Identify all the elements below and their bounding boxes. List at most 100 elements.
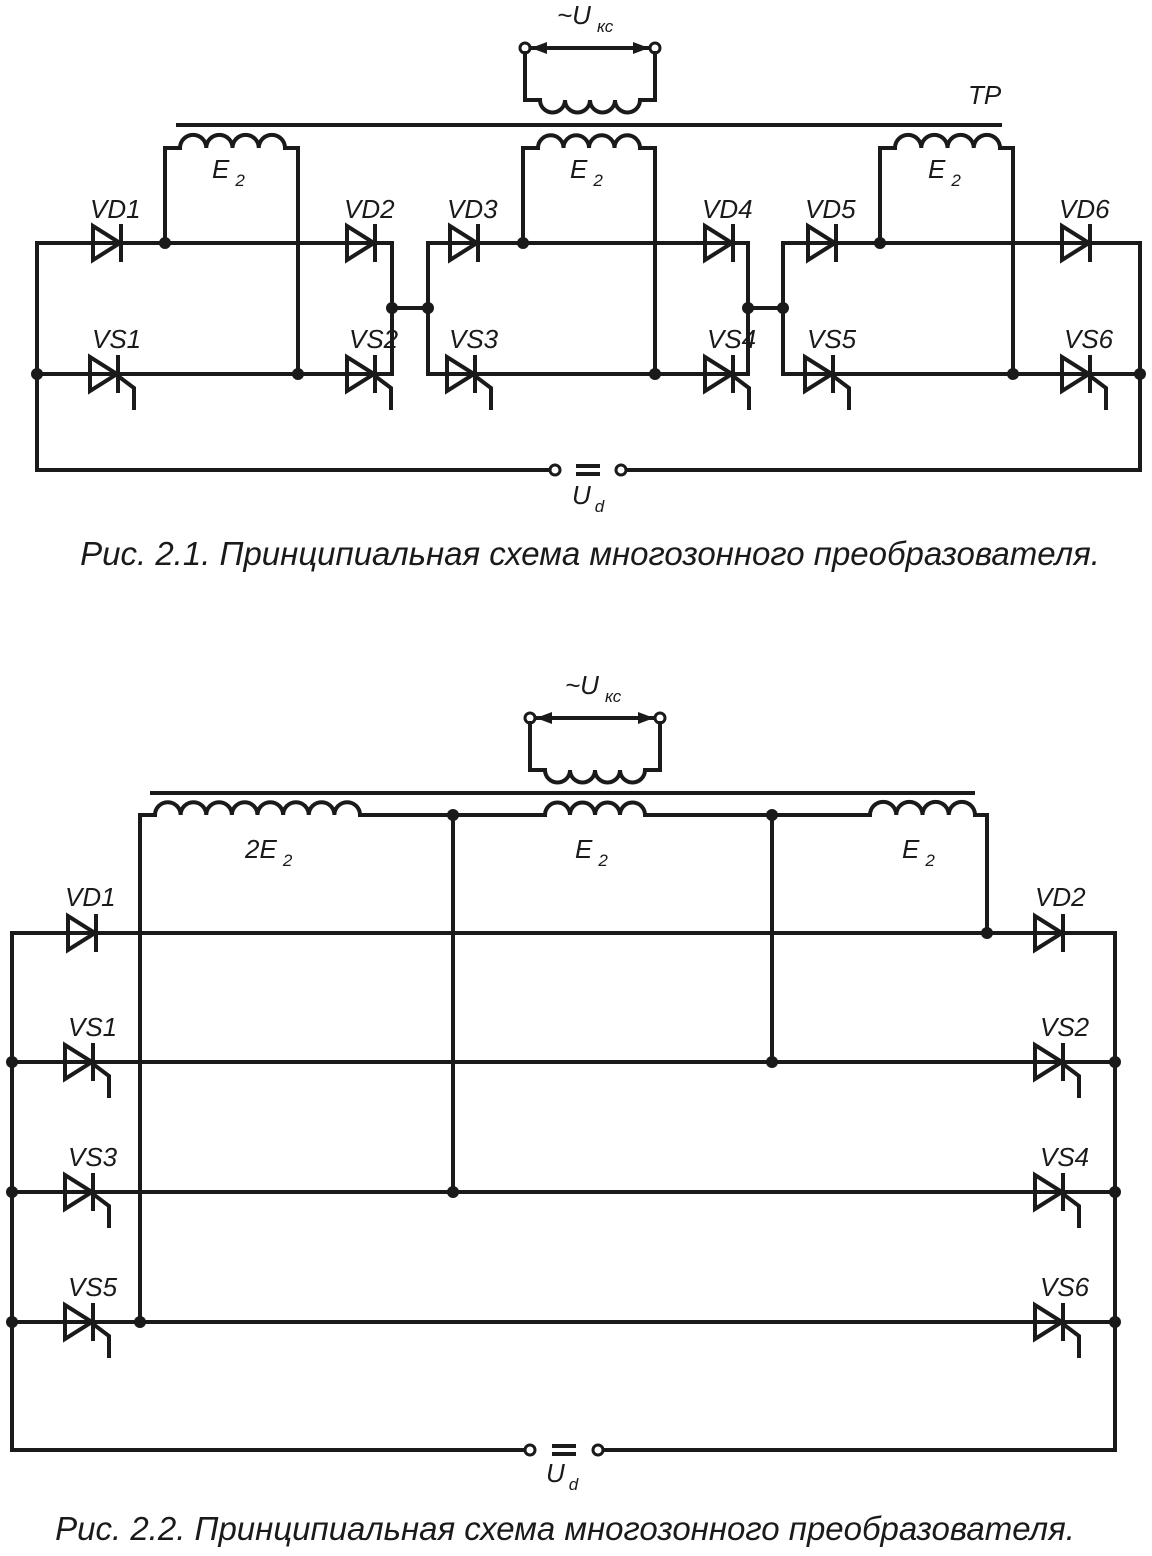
arrow-head [633, 42, 649, 54]
gate-lead [1060, 1061, 1081, 1098]
junction-dot [1109, 1056, 1121, 1068]
transformer-label: TP [968, 80, 1002, 110]
thyristor-icon [1033, 1041, 1066, 1083]
wire [138, 813, 157, 1324]
winding-coil [535, 133, 643, 151]
junction-dot [1109, 1186, 1121, 1198]
component-label: VS5 [807, 324, 857, 354]
component-label: VS4 [707, 324, 756, 354]
thyristor-icon [63, 1041, 96, 1083]
component-label: VD5 [805, 194, 856, 224]
winding-coil [152, 800, 363, 818]
gate-lead [90, 1061, 111, 1098]
thyristor-icon [1033, 1301, 1066, 1343]
diode: VD4 [702, 194, 753, 264]
component-label: VS3 [68, 1142, 118, 1172]
thyristor-icon [1060, 353, 1093, 395]
component-label: VD2 [344, 194, 395, 224]
thyristor-icon [703, 353, 736, 395]
wire [781, 241, 1142, 376]
junction-dot [6, 1316, 18, 1328]
diode-icon [1033, 912, 1066, 954]
figure-caption: Рис. 2.2. Принципиальная схема многозонн… [55, 1510, 1075, 1547]
diode: VD1 [65, 882, 116, 954]
component-label: VD1 [90, 194, 141, 224]
winding-coil [542, 800, 648, 818]
wire [998, 146, 1015, 376]
gate-lead [90, 1321, 111, 1358]
junction-dot [447, 1186, 459, 1198]
diode-icon [703, 222, 736, 264]
arrow-head [536, 712, 552, 724]
thyristor-icon [63, 1171, 96, 1213]
diode-icon [448, 222, 481, 264]
diode: VD6 [1059, 194, 1110, 264]
junction-dot [1134, 368, 1146, 380]
junction-dot [777, 302, 789, 314]
junction-dot [742, 302, 754, 314]
junction-dot [649, 368, 661, 380]
gate-lead [1060, 1321, 1081, 1358]
junction-dot [292, 368, 304, 380]
component-label: VD1 [65, 882, 116, 912]
thyristor: VS4 [703, 324, 756, 410]
diode: VD5 [805, 194, 856, 264]
winding-coil [867, 799, 978, 818]
junction-dot [1007, 368, 1019, 380]
diode: VD3 [447, 194, 498, 264]
component-label: VS1 [68, 1012, 117, 1042]
junction-dot [6, 1186, 18, 1198]
component-label: VS6 [1040, 1272, 1090, 1302]
wire [521, 146, 540, 245]
component-label: VD4 [702, 194, 753, 224]
gate-lead [115, 373, 136, 410]
junction-dot [386, 302, 398, 314]
junction-dot [517, 237, 529, 249]
component-label: VS3 [449, 324, 499, 354]
diode-icon [345, 222, 378, 264]
diode-icon [806, 222, 839, 264]
component-label: VS1 [92, 324, 141, 354]
gate-lead [730, 373, 751, 410]
arrow-head [531, 42, 547, 54]
junction-dot [159, 237, 171, 249]
wire [426, 241, 750, 376]
component-label: VS6 [1064, 324, 1114, 354]
gate-lead [372, 373, 393, 410]
component-label: VD2 [1035, 882, 1086, 912]
winding-coil [542, 767, 648, 785]
diode-icon [1060, 222, 1093, 264]
diode: VD2 [344, 194, 395, 264]
junction-dot [447, 809, 459, 821]
junction-dot [134, 1316, 146, 1328]
thyristor-icon [445, 353, 478, 395]
component-label: VS2 [349, 324, 399, 354]
wire [283, 146, 300, 376]
component-label: VD3 [447, 194, 498, 224]
component-label: VS4 [1040, 1142, 1089, 1172]
thyristor: VS4 [1033, 1142, 1089, 1228]
gate-lead [1087, 373, 1108, 410]
gate-lead [1060, 1191, 1081, 1228]
diode-icon [91, 222, 124, 264]
gate-lead [472, 373, 493, 410]
winding-coil [537, 97, 643, 115]
arrow-head [638, 712, 654, 724]
wire [163, 146, 182, 245]
gate-lead [90, 1191, 111, 1228]
thyristor: VS2 [345, 324, 399, 410]
junction-dot [766, 1056, 778, 1068]
thyristor-icon [1033, 1171, 1066, 1213]
thyristor: VS6 [1060, 324, 1114, 410]
terminal [591, 1443, 605, 1457]
terminal [523, 1443, 537, 1457]
wire [528, 721, 547, 772]
